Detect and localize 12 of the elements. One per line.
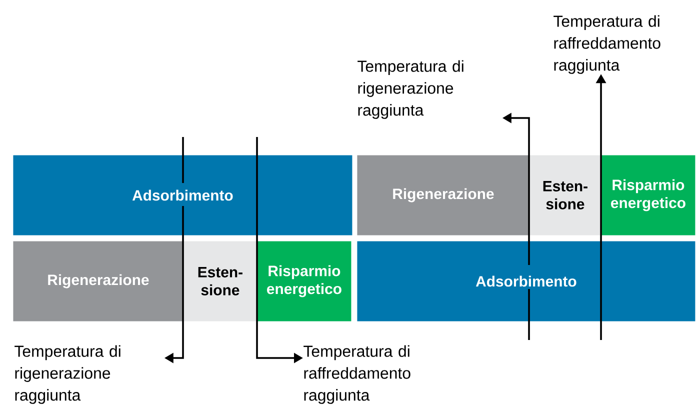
annotation-text: Temperatura di rigenerazione raggiunta xyxy=(14,345,120,404)
phase-block: Adsorbimento xyxy=(13,155,352,236)
phase-block: Esten- sione xyxy=(183,241,258,322)
phase-block: Esten- sione xyxy=(529,155,602,236)
phase-block: Rigenerazione xyxy=(357,155,530,236)
annotation-text: Temperatura di rigenerazione raggiunta xyxy=(358,60,464,119)
annotation-text: Temperatura di raffreddamento raggiunta xyxy=(304,345,410,404)
phase-block: Risparmio energetico xyxy=(257,241,352,322)
phase-block: Rigenerazione xyxy=(13,241,184,322)
phase-block: Risparmio energetico xyxy=(601,155,696,236)
annotation-text: Temperatura di raffreddamento raggiunta xyxy=(554,15,660,74)
phase-block: Adsorbimento xyxy=(357,241,696,322)
